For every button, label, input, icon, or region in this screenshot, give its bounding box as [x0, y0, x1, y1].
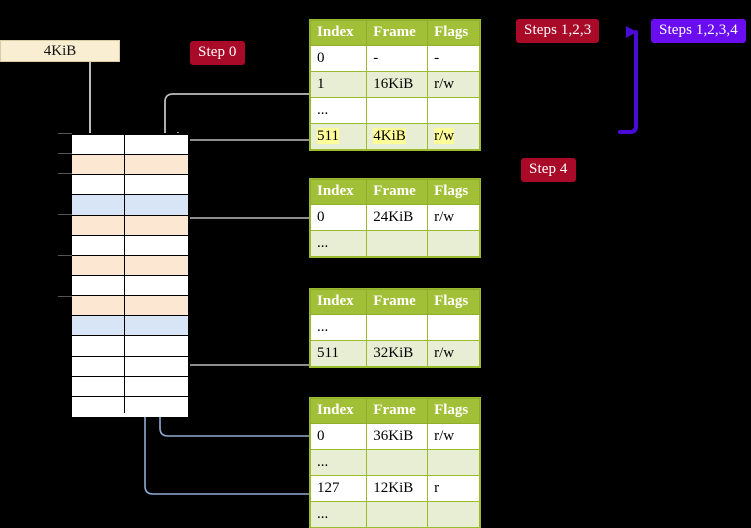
table-cell [366, 501, 429, 528]
table-cell: ... [309, 501, 368, 528]
memory-tick [58, 133, 72, 134]
table-cell: - [427, 45, 480, 72]
column-header-flags: Flags [427, 20, 480, 46]
table-cell: 511 [309, 123, 368, 150]
memory-row [72, 336, 188, 357]
memory-row [72, 356, 188, 377]
table-cell: r/w [427, 340, 480, 367]
column-header-index: Index [309, 398, 368, 424]
memory-divider-line [124, 135, 125, 413]
badge-step4: Step 4 [521, 158, 576, 182]
table-cell: 16KiB [366, 71, 429, 98]
table-row: ... [309, 314, 480, 341]
memory-row [72, 155, 188, 176]
memory-row [72, 135, 188, 156]
column-header-frame: Frame [366, 289, 429, 315]
badge-step0: Step 0 [190, 41, 245, 65]
column-header-frame: Frame [366, 179, 429, 205]
table-cell: ... [309, 314, 368, 341]
table-cell [427, 449, 480, 476]
memory-row [72, 275, 188, 297]
table-cell [427, 230, 480, 257]
violet-bracket-arrow [618, 26, 638, 134]
table-cell: ... [309, 449, 368, 476]
column-header-index: Index [309, 20, 368, 46]
wire-t2-to-mem [179, 217, 311, 259]
memory-tick [58, 296, 72, 297]
table-cell [427, 314, 480, 341]
memory-tick [58, 173, 72, 174]
table-row: ... [309, 449, 480, 476]
table-cell: 12KiB [366, 475, 429, 502]
memory-tick [58, 153, 72, 154]
table-cell: r/w [427, 423, 480, 450]
kib-box: 4KiB [0, 40, 120, 62]
table-cell [366, 230, 429, 257]
table-row: ... [309, 230, 480, 257]
memory-row [72, 296, 188, 317]
memory-row [72, 316, 188, 337]
memory-tick [58, 214, 72, 215]
table-cell: ... [309, 97, 368, 124]
table-cell [366, 314, 429, 341]
memory-tick [58, 255, 72, 256]
memory-row [72, 255, 188, 276]
memory-row [72, 175, 188, 196]
column-header-frame: Frame [366, 398, 429, 424]
table-cell: r/w [427, 123, 480, 150]
table-cell: 24KiB [366, 204, 429, 231]
table-row: ... [309, 97, 480, 124]
table-cell: 4KiB [366, 123, 429, 150]
column-header-flags: Flags [427, 289, 480, 315]
badge-steps1234: Steps 1,2,3,4 [651, 19, 746, 43]
table-row: 0-- [309, 45, 480, 72]
table-cell [366, 449, 429, 476]
wire-t3-to-mem [173, 314, 311, 366]
table-cell: 36KiB [366, 423, 429, 450]
memory-column [70, 133, 190, 417]
column-header-flags: Flags [427, 179, 480, 205]
column-header-flags: Flags [427, 398, 480, 424]
column-header-frame: Frame [366, 20, 429, 46]
memory-row [72, 396, 188, 417]
table-cell [366, 97, 429, 124]
badge-steps123: Steps 1,2,3 [516, 19, 600, 43]
memory-row [72, 195, 188, 216]
table-cell: 1 [309, 71, 368, 98]
table-cell [427, 501, 480, 528]
table-cell: 0 [309, 45, 368, 72]
table-cell: - [366, 45, 429, 72]
memory-row [72, 215, 188, 236]
table-cell [427, 97, 480, 124]
table-cell: ... [309, 230, 368, 257]
table-cell: 0 [309, 204, 368, 231]
table-row: ... [309, 501, 480, 528]
table-cell: r [427, 475, 480, 502]
table-cell: 0 [309, 423, 368, 450]
table-cell: r/w [427, 71, 480, 98]
memory-row [72, 235, 188, 256]
table-cell: 511 [309, 340, 368, 367]
column-header-index: Index [309, 289, 368, 315]
table-cell: 32KiB [366, 340, 429, 367]
memory-row [72, 376, 188, 397]
column-header-index: Index [309, 179, 368, 205]
table-cell: 127 [309, 475, 368, 502]
table-cell: r/w [427, 204, 480, 231]
